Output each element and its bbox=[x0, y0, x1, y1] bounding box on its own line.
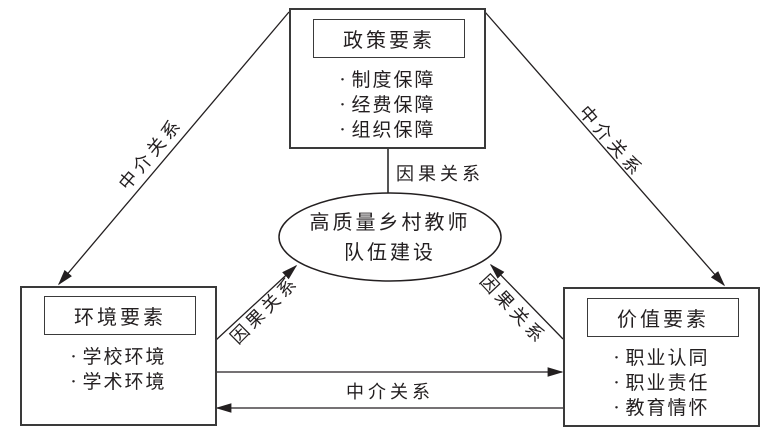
center-line-2: 队伍建设 bbox=[344, 240, 436, 264]
label-policy-center: 因果关系 bbox=[396, 164, 484, 185]
environment-node: 环境要素 学校环境 学术环境 bbox=[20, 286, 217, 426]
policy-title: 政策要素 bbox=[313, 19, 465, 58]
edge-policy-value bbox=[484, 11, 726, 287]
policy-title-text: 政策要素 bbox=[343, 28, 435, 52]
environment-title: 环境要素 bbox=[44, 296, 196, 335]
edge-environment-center bbox=[215, 264, 298, 341]
value-items: 职业认同 职业责任 教育情怀 bbox=[565, 346, 758, 421]
label-environment-value: 中介关系 bbox=[346, 382, 434, 403]
center-ellipse bbox=[278, 192, 502, 282]
policy-item: 经费保障 bbox=[339, 93, 435, 118]
environment-items: 学校环境 学术环境 bbox=[22, 345, 215, 395]
environment-item: 学校环境 bbox=[70, 345, 166, 370]
environment-title-text: 环境要素 bbox=[74, 305, 166, 329]
center-node-text: 高质量乡村教师 队伍建设 bbox=[290, 207, 490, 267]
value-item: 职业认同 bbox=[613, 346, 709, 371]
value-title-text: 价值要素 bbox=[617, 307, 709, 331]
policy-items: 制度保障 经费保障 组织保障 bbox=[291, 68, 484, 143]
policy-node: 政策要素 制度保障 经费保障 组织保障 bbox=[289, 8, 486, 149]
edge-value-center bbox=[489, 263, 564, 340]
edge-policy-environment bbox=[57, 11, 290, 286]
value-title: 价值要素 bbox=[587, 298, 739, 337]
policy-item: 组织保障 bbox=[339, 118, 435, 143]
center-line-1: 高质量乡村教师 bbox=[309, 210, 471, 234]
value-node: 价值要素 职业认同 职业责任 教育情怀 bbox=[563, 287, 760, 427]
value-item: 教育情怀 bbox=[613, 396, 709, 421]
environment-item: 学术环境 bbox=[70, 370, 166, 395]
policy-item: 制度保障 bbox=[339, 68, 435, 93]
value-item: 职业责任 bbox=[613, 371, 709, 396]
